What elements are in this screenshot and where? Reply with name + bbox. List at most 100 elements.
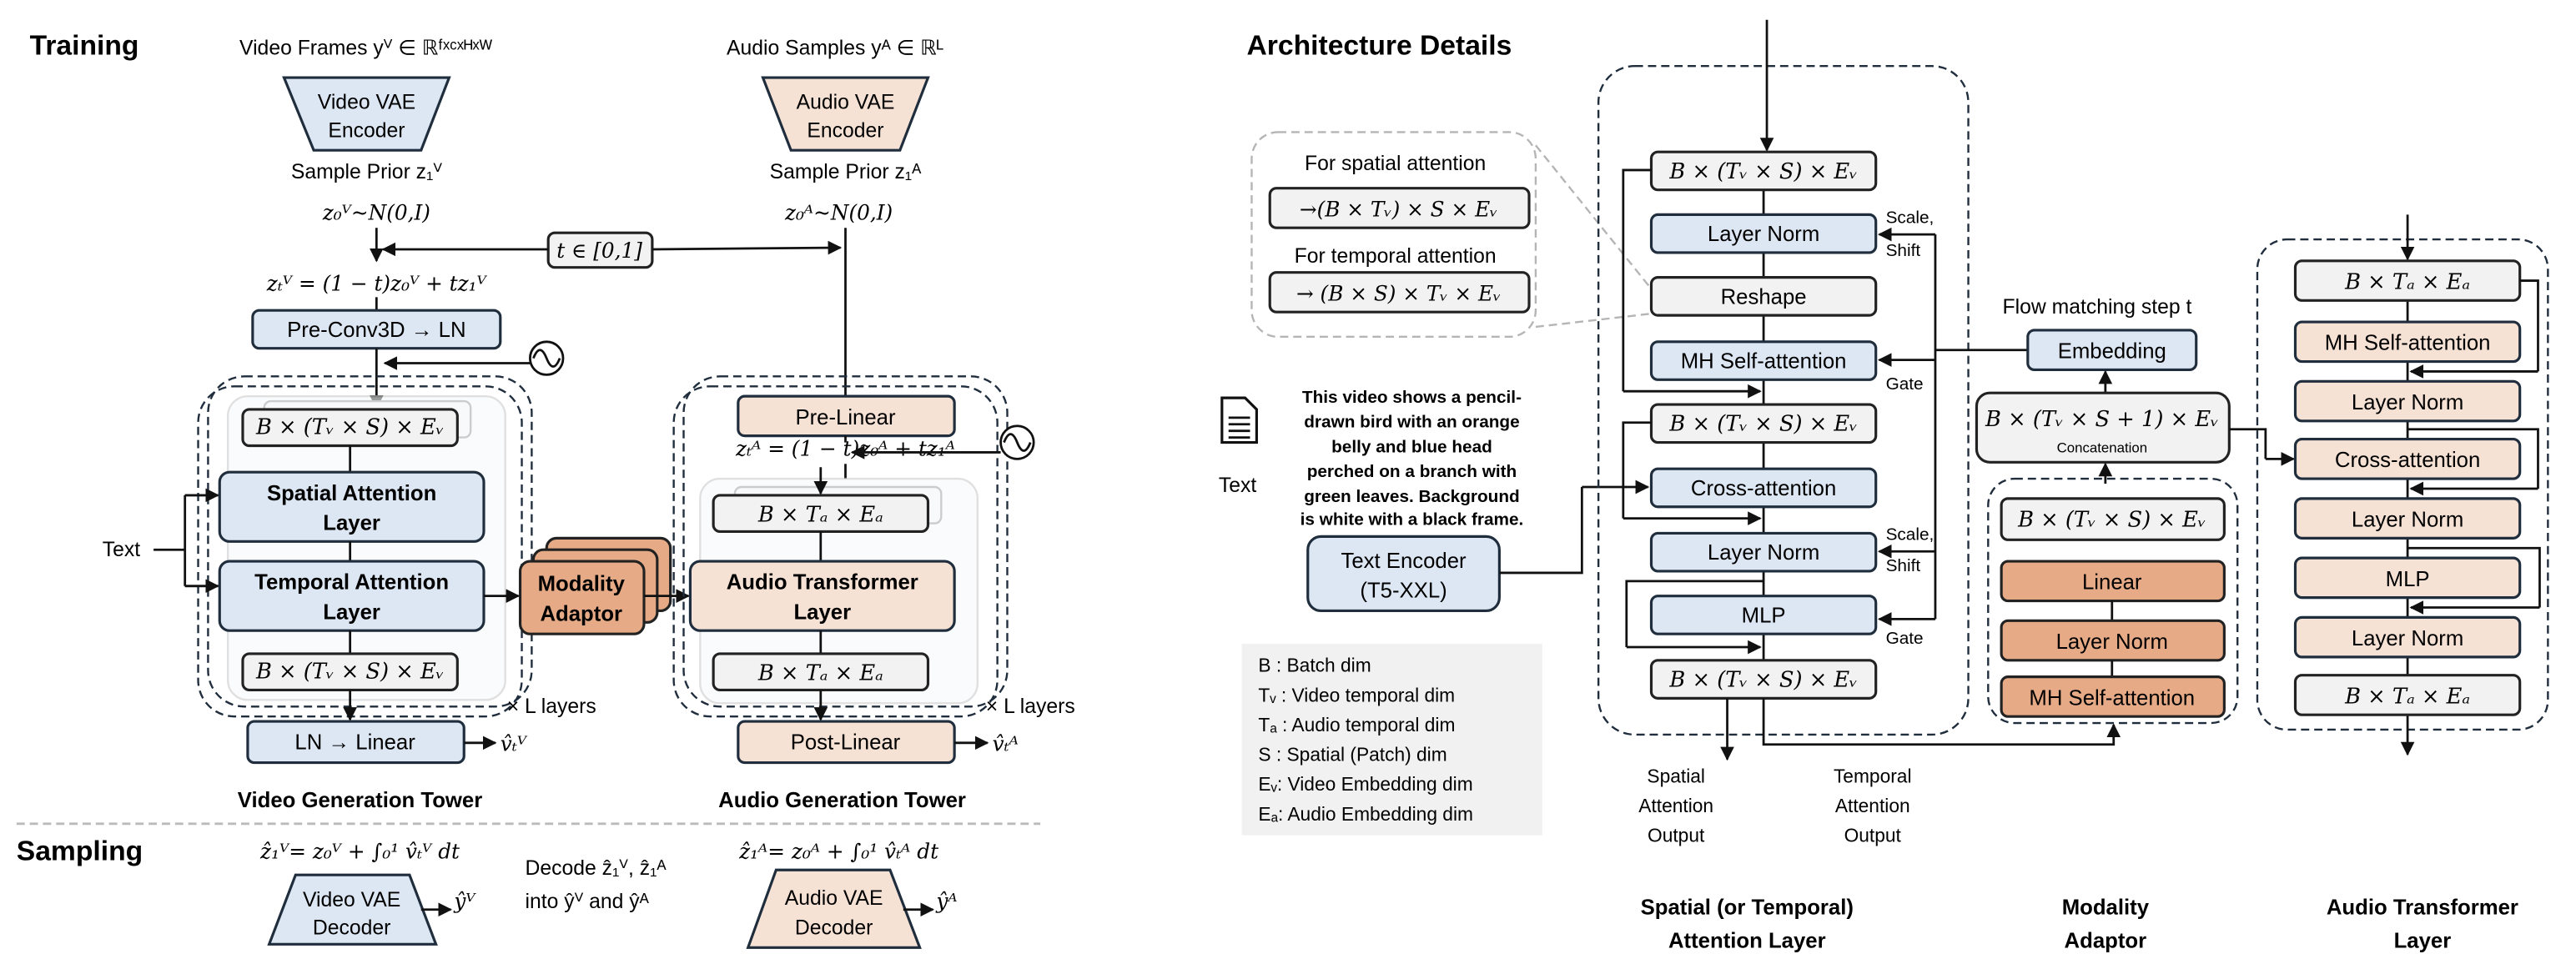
audio-block-layer-norm-1: Layer Norm xyxy=(2293,379,2522,423)
pre-linear-box: Pre-Linear xyxy=(737,394,956,438)
adaptor-shape: B × (Tᵥ × S) × Eᵥ xyxy=(2000,497,2226,541)
text-label: Text xyxy=(1219,474,1256,497)
adaptor-linear: Linear xyxy=(2000,560,2226,603)
timestep-box: t ∈ [0,1] xyxy=(546,231,654,269)
gate-label: Gate xyxy=(1886,374,1924,394)
attn-block-cross-attention: Cross-attention xyxy=(1649,467,1878,509)
block-label: B × Tₐ × Eₐ xyxy=(2344,269,2470,294)
spatial-layer-line1: Spatial Attention xyxy=(267,482,436,505)
video-input-shape: B × (Tᵥ × S) × Eᵥ xyxy=(241,408,459,448)
video-vae-encoder: Video VAE Encoder xyxy=(282,76,451,152)
block-label: Layer Norm xyxy=(1708,223,1819,246)
attention-layer-title: Attention Layer xyxy=(1668,929,1826,952)
audio-transformer-title: Layer xyxy=(2394,929,2452,952)
details-heading: Architecture Details xyxy=(1247,30,1512,61)
concat-label: Concatenation xyxy=(2057,439,2147,455)
block-label: MLP xyxy=(1742,604,1786,627)
attn-block-layer-norm-2: Layer Norm xyxy=(1649,531,1878,573)
spatial-output-label: Output xyxy=(1648,825,1705,846)
block-label: Layer Norm xyxy=(2352,391,2463,414)
spatial-reshape: →(B × Tᵥ) × S × Eᵥ xyxy=(1300,197,1497,221)
video-noise: z₀ⱽ~N(0,I) xyxy=(322,200,430,224)
decode-line2: into ŷⱽ and ŷᴬ xyxy=(525,891,649,913)
audio-tower-title: Audio Generation Tower xyxy=(718,789,966,812)
legend-item: Eₐ: Audio Embedding dim xyxy=(1258,803,1473,825)
block-label: Layer Norm xyxy=(1708,541,1819,565)
pre-linear-label: Pre-Linear xyxy=(795,406,896,429)
attn-block-input-shape: B × (Tᵥ × S) × Eᵥ xyxy=(1649,150,1878,192)
video-decoder-line2: Decoder xyxy=(313,916,390,939)
prompt-line: perched on a branch with xyxy=(1307,462,1517,481)
audio-decoder-line1: Audio VAE xyxy=(785,887,883,910)
video-encoder-line2: Encoder xyxy=(328,119,405,142)
block-label: B × (Tᵥ × S) × Eᵥ xyxy=(1668,159,1857,184)
audio-layer-line1: Audio Transformer xyxy=(727,571,918,595)
attn-block-self-attention: MH Self-attention xyxy=(1649,340,1878,381)
block-label: B × (Tᵥ × S) × Eᵥ xyxy=(2017,508,2206,533)
spatial-layer-line2: Layer xyxy=(323,511,380,535)
prompt-line: is white with a black frame. xyxy=(1301,510,1524,530)
audio-samples-label: Audio Samples yᴬ ∈ ℝᴸ xyxy=(727,37,944,59)
audio-input-shape: B × Tₐ × Eₐ xyxy=(712,494,930,534)
video-vae-decoder: Video VAE Decoder xyxy=(267,873,438,946)
attn-block-mid-shape: B × (Tᵥ × S) × Eᵥ xyxy=(1649,403,1878,444)
decode-line1: Decode ẑ₁ⱽ, ẑ₁ᴬ xyxy=(525,857,667,880)
embedding-label: Embedding xyxy=(2058,340,2166,364)
attn-block-output-shape: B × (Tᵥ × S) × Eᵥ xyxy=(1649,659,1878,700)
audio-output-shape: B × Tₐ × Eₐ xyxy=(712,652,930,692)
block-label: Reshape xyxy=(1721,285,1807,309)
video-frames-label: Video Frames yⱽ ∈ ℝᶠˣᶜˣᴴˣᵂ xyxy=(239,37,493,59)
audio-layer-line2: Layer xyxy=(793,600,851,624)
concat-shape-label: B × (Tᵥ × S + 1) × Eᵥ xyxy=(1985,407,2219,432)
audio-prior: Sample Prior z₁ᴬ xyxy=(770,161,923,183)
dimension-legend: B : Batch dim Tᵥ : Video temporal dim Tₐ… xyxy=(1241,644,1542,836)
post-linear-box: Post-Linear xyxy=(737,720,956,765)
temporal-output-label: Output xyxy=(1844,825,1902,846)
temporal-reshape: → (B × S) × Tᵥ × Eᵥ xyxy=(1296,281,1501,305)
block-label: Cross-attention xyxy=(2335,449,2480,472)
block-label: Linear xyxy=(2082,571,2142,595)
video-result: ŷⱽ xyxy=(453,889,476,913)
adaptor-title: Adaptor xyxy=(2065,929,2147,952)
audio-block-layer-norm-2: Layer Norm xyxy=(2293,497,2522,540)
audio-output-shape-label: B × Tₐ × Eₐ xyxy=(757,661,883,686)
temporal-attention-layer: Temporal Attention Layer xyxy=(218,560,486,632)
legend-item: S : Spatial (Patch) dim xyxy=(1258,744,1446,766)
scale-shift-label: Shift xyxy=(1886,241,1921,260)
spatial-callout-label: For spatial attention xyxy=(1305,153,1486,175)
temporal-layer-line2: Layer xyxy=(323,600,380,624)
block-label: Layer Norm xyxy=(2056,630,2168,654)
audio-noise: z₀ᴬ~N(0,I) xyxy=(784,200,893,224)
text-encoder-line1: Text Encoder xyxy=(1341,550,1467,573)
audio-block-mlp: MLP xyxy=(2293,556,2522,600)
audio-block-layer-norm-3: Layer Norm xyxy=(2293,615,2522,659)
video-output-shape-label: B × (Tᵥ × S) × Eᵥ xyxy=(255,660,444,685)
temporal-layer-line1: Temporal Attention xyxy=(254,571,449,595)
embedding-box: Embedding xyxy=(2026,329,2198,372)
temporal-output-label: Temporal xyxy=(1834,765,1912,786)
audio-vae-decoder: Audio VAE Decoder xyxy=(746,868,922,949)
block-label: B × (Tᵥ × S) × Eᵥ xyxy=(1668,668,1857,693)
scale-shift-label: Shift xyxy=(1886,556,1921,575)
ln-linear-label: LN → Linear xyxy=(294,731,415,755)
reshape-callout: For spatial attention →(B × Tᵥ) × S × Eᵥ… xyxy=(1250,131,1653,339)
audio-decoder-line2: Decoder xyxy=(795,916,873,939)
spatial-attention-layer: Spatial Attention Layer xyxy=(218,470,486,543)
video-encoder-line1: Video VAE xyxy=(318,92,415,114)
pre-conv-box: Pre-Conv3D → LN xyxy=(251,309,502,350)
attn-block-reshape: Reshape xyxy=(1649,276,1878,317)
text-encoder-box: Text Encoder (T5-XXL) xyxy=(1306,535,1501,613)
audio-result: ŷᴬ xyxy=(935,889,957,913)
legend-item: Tₐ : Audio temporal dim xyxy=(1258,714,1455,736)
video-integral: ẑ₁ⱽ= z₀ⱽ + ∫₀¹ v̂ₜⱽ dt xyxy=(259,839,460,863)
video-layer-stack: B × (Tᵥ × S) × Eᵥ Spatial Attention Laye… xyxy=(197,375,533,721)
pre-conv-label: Pre-Conv3D → LN xyxy=(287,319,465,342)
scale-shift-label: Scale, xyxy=(1886,525,1935,544)
spatial-output-label: Attention xyxy=(1638,795,1713,816)
post-linear-label: Post-Linear xyxy=(791,731,901,755)
ln-linear-box: LN → Linear xyxy=(246,720,465,765)
audio-layer-stack: B × Tₐ × Eₐ Audio Transformer Layer B × … xyxy=(672,375,1009,721)
audio-velocity: v̂ₜᴬ xyxy=(993,732,1019,756)
audio-integral: ẑ₁ᴬ= z₀ᴬ + ∫₀¹ v̂ₜᴬ dt xyxy=(738,839,938,863)
